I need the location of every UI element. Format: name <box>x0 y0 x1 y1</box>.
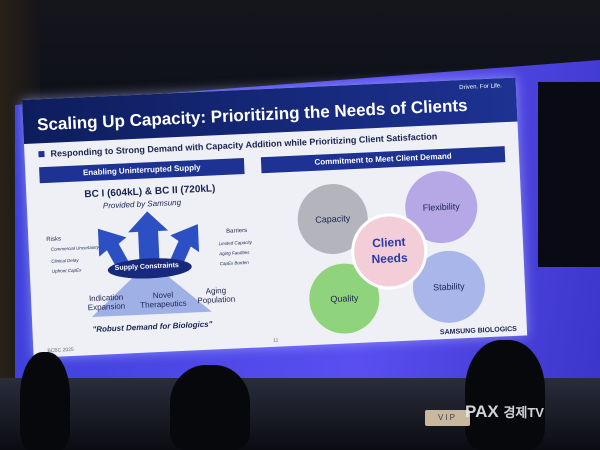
barriers-label: Barriers <box>226 227 248 235</box>
right-section-header: Commitment to Meet Client Demand <box>260 146 506 174</box>
demand-quote: "Robust Demand for Biologics" <box>92 319 213 335</box>
audience-member <box>465 340 545 450</box>
supply-arrows-icon <box>91 211 212 318</box>
watermark-brand: PAX <box>465 402 499 421</box>
flexibility-label: Flexibility <box>422 201 460 213</box>
side-monitor <box>538 82 600 267</box>
left-section-header: Enabling Uninterrupted Supply <box>39 157 245 184</box>
driver-indication: Indication Expansion <box>87 292 126 313</box>
watermark-suffix: 경제TV <box>503 405 544 420</box>
quality-label: Quality <box>330 292 359 305</box>
vip-card: VIP <box>425 410 470 426</box>
footer-brand: SAMSUNG BIOLOGICS <box>439 325 518 337</box>
client-needs-label: Client Needs <box>371 235 408 267</box>
stability-label: Stability <box>432 281 465 293</box>
barrier-item: Limited Capacity <box>218 239 253 247</box>
audience-member <box>170 365 250 450</box>
bullet-icon <box>38 151 45 158</box>
capacity-headline: BC I (604kL) & BC II (720kL) <box>84 183 216 201</box>
watermark: PAX 경제TV <box>465 402 544 422</box>
driver-aging: Aging Population <box>197 285 236 306</box>
page-number: 11 <box>273 337 279 344</box>
risks-label: Risks <box>46 236 62 244</box>
driver-novel: Novel Therapeutics <box>140 290 187 310</box>
audience-member <box>20 352 70 450</box>
presentation-slide: Scaling Up Capacity: Prioritizing the Ne… <box>22 77 528 358</box>
slide-title: Scaling Up Capacity: Prioritizing the Ne… <box>36 95 468 135</box>
capacity-label: Capacity <box>314 213 351 225</box>
barrier-item: CapEx Burden <box>219 259 249 267</box>
barrier-item: Aging Facilities <box>219 249 250 257</box>
slide-tagline: Driven. For Life. <box>459 83 503 92</box>
